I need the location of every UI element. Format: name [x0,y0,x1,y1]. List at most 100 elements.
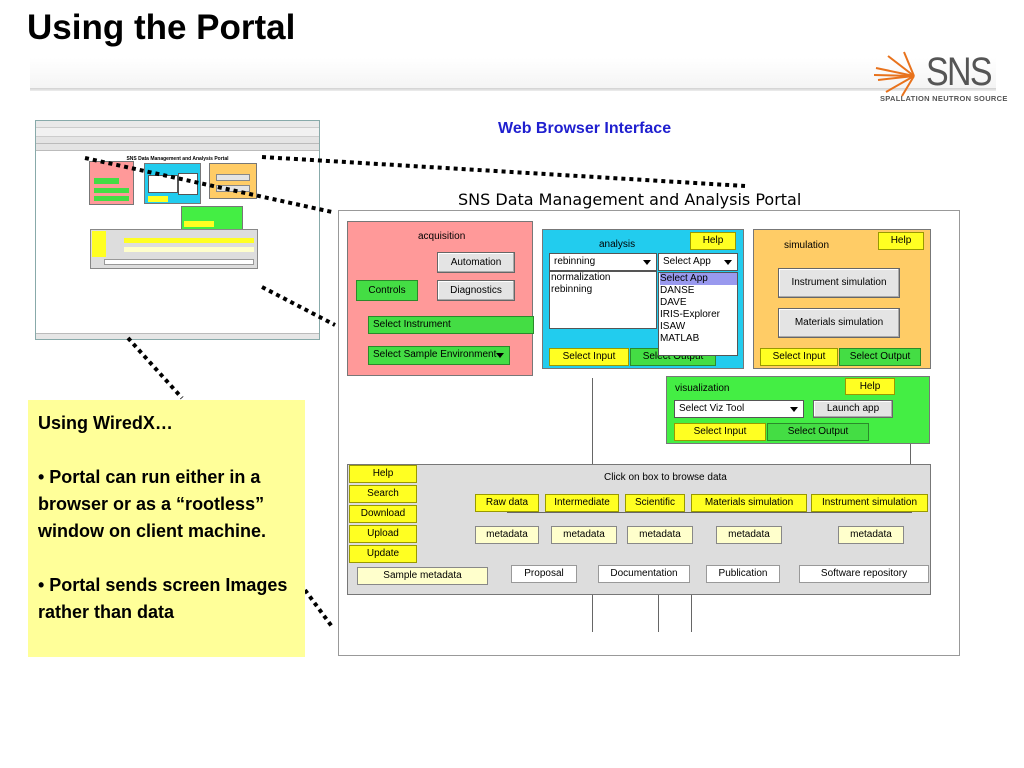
note-bullet-images: • Portal sends screen Images rather than… [38,575,288,622]
analysis-method-dropdown[interactable]: rebinning [549,253,657,271]
list-item[interactable]: MATLAB [660,333,700,344]
acquisition-label: acquisition [418,231,466,242]
sample-environment-label: Select Sample Environment [373,349,497,360]
data-help-button[interactable]: Help [349,465,417,483]
thumb-viz-input [184,221,214,227]
simulation-select-output-button[interactable]: Select Output [839,348,921,366]
simulation-help-button[interactable]: Help [878,232,924,250]
thumb-acq-controls [94,178,119,184]
metadata-instrument-button[interactable]: metadata [838,526,904,544]
automation-button[interactable]: Automation [437,252,515,273]
list-item[interactable]: ISAW [660,321,686,332]
publication-button[interactable]: Publication [706,565,780,583]
thumb-addressbar [36,137,319,144]
thumb-data-metadata [124,247,254,252]
chevron-down-icon [790,407,798,412]
analysis-label: analysis [599,239,636,250]
app-options-list[interactable]: Select App DANSE DAVE IRIS-Explorer ISAW… [658,272,738,356]
instrument-simulation-data-button[interactable]: Instrument simulation [811,494,928,512]
update-button[interactable]: Update [349,545,417,563]
chevron-down-icon [724,260,732,265]
visualization-label: visualization [675,383,730,394]
portal-window: acquisition Automation Controls Diagnost… [338,210,960,656]
analysis-select-input-button[interactable]: Select Input [549,348,629,366]
thumb-acq-sample [94,196,129,201]
thumb-acq-instrument [94,188,129,193]
thumb-menubar [36,121,319,128]
list-item[interactable]: DANSE [660,285,695,296]
sns-logo: SNS SPALLATION NEUTRON SOURCE [874,48,1007,110]
proposal-button[interactable]: Proposal [511,565,577,583]
web-browser-label: Web Browser Interface [498,120,672,137]
upload-button[interactable]: Upload [349,525,417,543]
thumb-data-side [92,231,106,257]
visualization-help-button[interactable]: Help [845,378,895,395]
thumb-sim-instrument [216,174,250,181]
metadata-intermediate-button[interactable]: metadata [551,526,617,544]
data-panel: Click on box to browse data Help Search … [347,464,931,595]
category-connector [507,512,912,513]
simulation-label: simulation [784,240,830,251]
list-item[interactable]: rebinning [551,284,593,295]
instrument-simulation-button[interactable]: Instrument simulation [778,268,900,298]
title-rule [30,88,996,91]
note-box: Using WiredX… • Portal can run either in… [28,400,305,657]
sample-metadata-button[interactable]: Sample metadata [357,567,488,585]
raw-data-button[interactable]: Raw data [475,494,539,512]
thumb-statusbar [36,333,319,339]
connector-viz-data-left [658,574,659,632]
visualization-panel: visualization Help Select Viz Tool Launc… [666,376,930,444]
thumb-title: SNS Data Management and Analysis Portal [126,156,229,162]
title-band [30,58,996,88]
intermediate-button[interactable]: Intermediate [545,494,619,512]
scientific-button[interactable]: Scientific [625,494,685,512]
analysis-method-value: rebinning [554,256,596,267]
thumb-analysis-list [148,175,178,193]
software-repository-button[interactable]: Software repository [799,565,929,583]
analysis-panel: analysis Help rebinning normalization re… [542,229,744,369]
list-item[interactable]: DAVE [660,297,687,308]
portal-title: SNS Data Management and Analysis Portal [458,190,802,209]
search-button[interactable]: Search [349,485,417,503]
viz-select-output-button[interactable]: Select Output [767,423,869,441]
metadata-materials-button[interactable]: metadata [716,526,782,544]
documentation-button[interactable]: Documentation [598,565,690,583]
diagnostics-button[interactable]: Diagnostics [437,280,515,301]
chevron-down-icon [643,260,651,265]
acquisition-panel: acquisition Automation Controls Diagnost… [347,221,534,376]
metadata-scientific-button[interactable]: metadata [627,526,693,544]
thumb-analysis-input [148,196,168,202]
simulation-panel: simulation Help Instrument simulation Ma… [753,229,931,369]
select-instrument-button[interactable]: Select Instrument [368,316,534,334]
browse-data-hint: Click on box to browse data [604,472,727,483]
connector-viz-data-right [691,574,692,632]
select-sample-environment-dropdown[interactable]: Select Sample Environment [368,346,510,365]
logo-letters: SNS [926,50,993,94]
controls-button[interactable]: Controls [356,280,418,301]
starburst-icon [874,51,915,97]
thumb-simulation [209,163,257,199]
materials-simulation-data-button[interactable]: Materials simulation [691,494,807,512]
list-item[interactable]: Select App [660,273,737,285]
list-item[interactable]: normalization [551,272,611,283]
chevron-down-icon [496,353,504,358]
materials-simulation-button[interactable]: Materials simulation [778,308,900,338]
select-viz-tool-dropdown[interactable]: Select Viz Tool [674,400,804,418]
metadata-raw-button[interactable]: metadata [475,526,539,544]
analysis-help-button[interactable]: Help [690,232,736,250]
thumb-toolbar [36,128,319,137]
launch-app-button[interactable]: Launch app [813,400,893,418]
slide-title: Using the Portal [27,8,296,47]
select-app-value: Select App [663,256,711,267]
viz-tool-value: Select Viz Tool [679,403,745,414]
analysis-method-list[interactable]: normalization rebinning [549,271,657,329]
simulation-select-input-button[interactable]: Select Input [760,348,838,366]
list-item[interactable]: IRIS-Explorer [660,309,721,320]
thumb-data-categories [124,238,254,243]
download-button[interactable]: Download [349,505,417,523]
viz-select-input-button[interactable]: Select Input [674,423,766,441]
note-heading: Using WiredX… [38,413,173,433]
thumb-linksbar [36,144,319,151]
select-app-dropdown[interactable]: Select App [658,253,738,271]
